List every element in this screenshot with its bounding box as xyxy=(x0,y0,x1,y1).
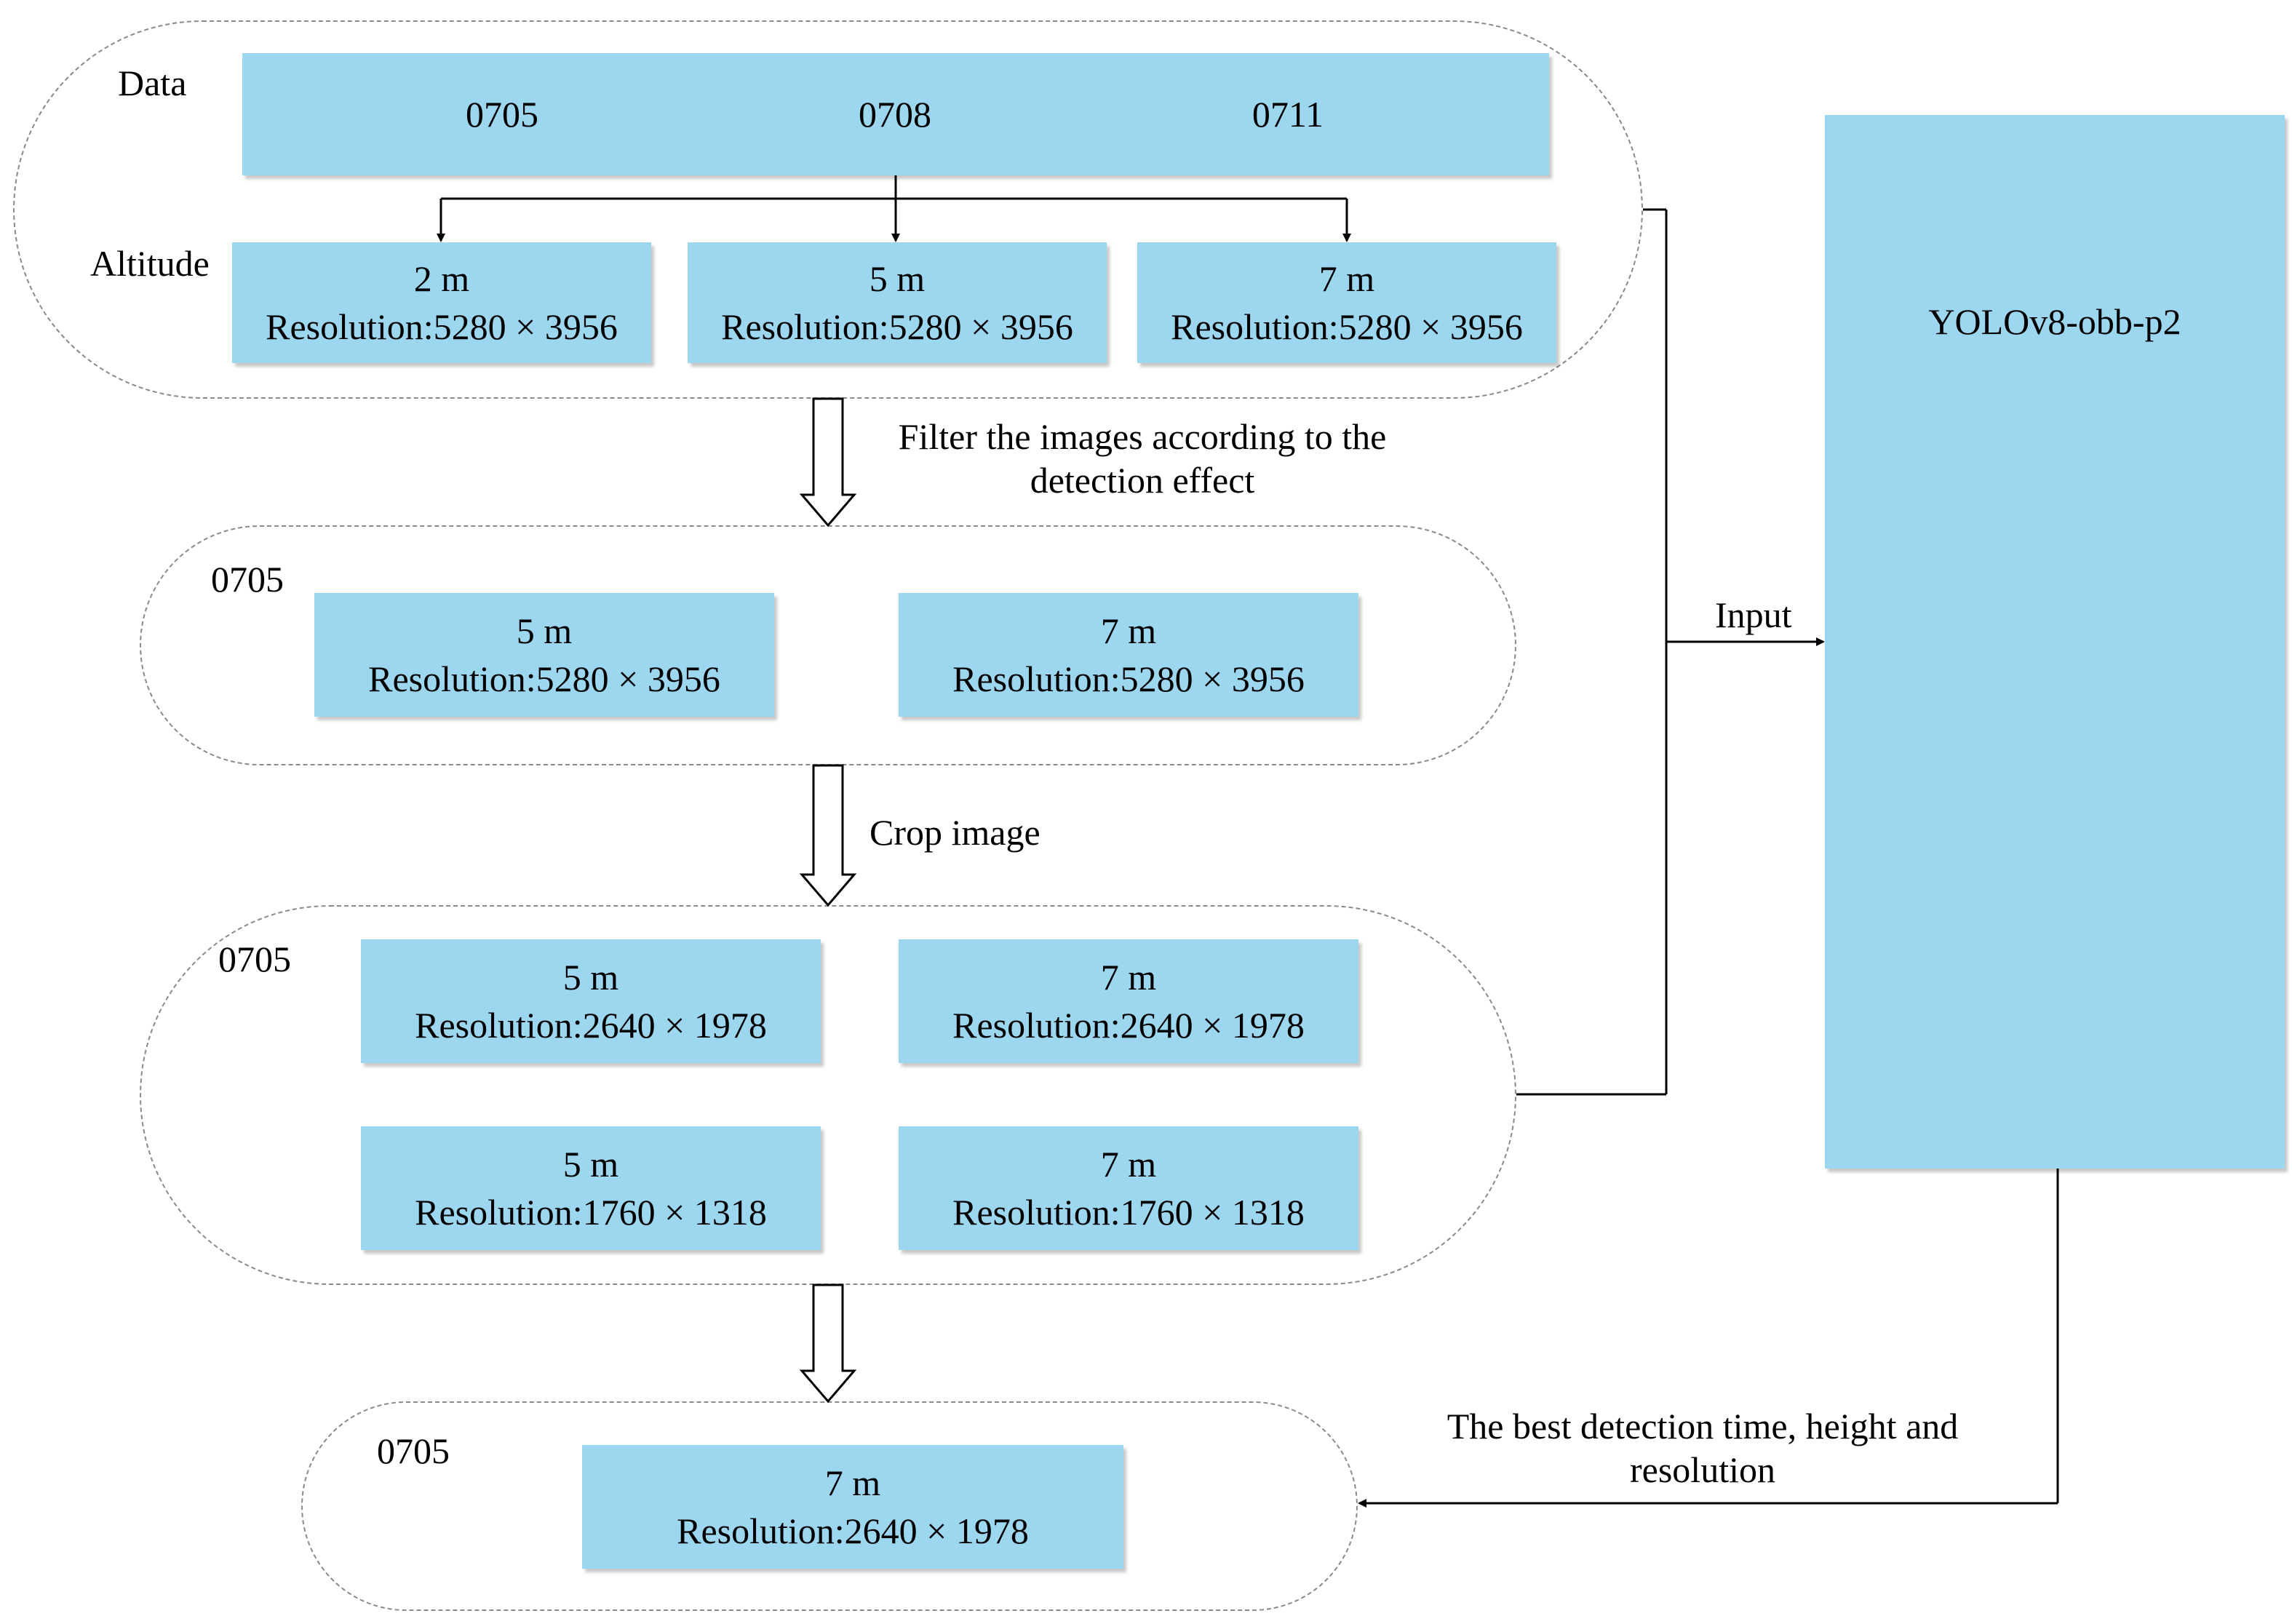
altitude-resolution: Resolution:5280 × 3956 xyxy=(1171,306,1523,347)
cropped-height: 7 m xyxy=(1100,957,1157,998)
filtered-height: 5 m xyxy=(516,610,573,651)
altitude-height: 2 m xyxy=(413,258,470,299)
crop-down-arrow xyxy=(799,764,857,907)
best-group-date: 0705 xyxy=(377,1430,450,1471)
filtered-7m-box: 7 m Resolution:5280 × 3956 xyxy=(899,593,1358,717)
filtered-height: 7 m xyxy=(1100,610,1157,651)
altitude-height: 7 m xyxy=(1318,258,1375,299)
date-0711: 0711 xyxy=(1252,94,1324,135)
best-7m-box: 7 m Resolution:2640 × 1978 xyxy=(582,1445,1123,1569)
output-line2: resolution xyxy=(1630,1449,1775,1490)
altitude-height: 5 m xyxy=(869,258,926,299)
dates-box xyxy=(242,53,1549,175)
filter-step-label: Filter the images according to the detec… xyxy=(844,415,1441,502)
filter-step-line2: detection effect xyxy=(1030,460,1255,501)
cropped-group-date: 0705 xyxy=(218,939,291,979)
altitude-resolution: Resolution:5280 × 3956 xyxy=(721,306,1073,347)
cropped-height: 5 m xyxy=(562,1144,619,1185)
output-connector xyxy=(1358,1169,2059,1508)
filtered-group-date: 0705 xyxy=(211,559,284,600)
output-label: The best detection time, height and reso… xyxy=(1404,1404,2001,1492)
model-name: YOLOv8-obb-p2 xyxy=(1928,301,2181,342)
output-line1: The best detection time, height and xyxy=(1447,1406,1959,1446)
cropped-5m-2640-box: 5 m Resolution:2640 × 1978 xyxy=(361,939,821,1063)
date-0708: 0708 xyxy=(859,94,931,135)
date-to-altitude-connector xyxy=(437,175,1351,242)
date-0705: 0705 xyxy=(466,94,538,135)
crop-step-label: Crop image xyxy=(870,812,1040,853)
input-label: Input xyxy=(1715,594,1792,635)
filter-step-line1: Filter the images according to the xyxy=(898,416,1387,457)
filtered-resolution: Resolution:5280 × 3956 xyxy=(952,658,1305,699)
filter-down-arrow xyxy=(799,397,857,528)
best-resolution: Resolution:2640 × 1978 xyxy=(677,1510,1029,1551)
data-label: Data xyxy=(118,63,187,103)
altitude-7m-box: 7 m Resolution:5280 × 3956 xyxy=(1137,242,1556,363)
model-box: YOLOv8-obb-p2 xyxy=(1825,115,2285,1169)
altitude-2m-box: 2 m Resolution:5280 × 3956 xyxy=(232,242,651,363)
cropped-height: 7 m xyxy=(1100,1144,1157,1185)
altitude-label: Altitude xyxy=(90,243,210,284)
cropped-height: 5 m xyxy=(562,957,619,998)
altitude-resolution: Resolution:5280 × 3956 xyxy=(266,306,618,347)
select-down-arrow xyxy=(799,1283,857,1404)
cropped-resolution: Resolution:1760 × 1318 xyxy=(952,1192,1305,1233)
cropped-5m-1760-box: 5 m Resolution:1760 × 1318 xyxy=(361,1126,821,1250)
altitude-5m-box: 5 m Resolution:5280 × 3956 xyxy=(688,242,1107,363)
cropped-resolution: Resolution:1760 × 1318 xyxy=(415,1192,767,1233)
cropped-resolution: Resolution:2640 × 1978 xyxy=(415,1005,767,1046)
filtered-5m-box: 5 m Resolution:5280 × 3956 xyxy=(314,593,774,717)
cropped-7m-2640-box: 7 m Resolution:2640 × 1978 xyxy=(899,939,1358,1063)
input-connector xyxy=(1516,208,1825,1096)
filtered-resolution: Resolution:5280 × 3956 xyxy=(368,658,720,699)
best-height: 7 m xyxy=(824,1462,881,1503)
cropped-7m-1760-box: 7 m Resolution:1760 × 1318 xyxy=(899,1126,1358,1250)
cropped-resolution: Resolution:2640 × 1978 xyxy=(952,1005,1305,1046)
